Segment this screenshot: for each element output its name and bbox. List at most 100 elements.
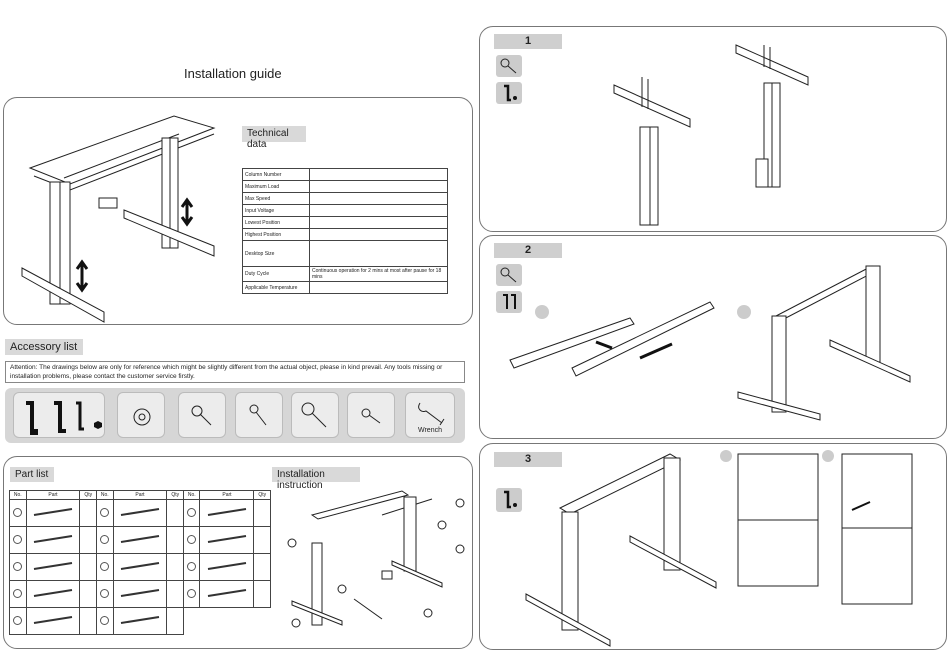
hex-key-icon: [26, 401, 102, 435]
part-qty: [253, 499, 271, 527]
part-image: [199, 580, 255, 608]
part-image: [25, 580, 81, 608]
part-qty: [254, 608, 271, 635]
step-2-number: 2: [494, 243, 562, 258]
part-qty: [79, 607, 97, 635]
technical-data-row: Lowest Position: [242, 216, 448, 229]
part-list-label: Part list: [10, 467, 54, 482]
technical-data-label: Technical data: [242, 126, 306, 150]
technical-data-name: Desktop Size: [242, 240, 310, 267]
screwdriver-tool-box: [496, 55, 522, 77]
part-list-header: Qty: [166, 490, 184, 500]
bolt-icon: [301, 402, 327, 428]
step-3-illustration: [525, 450, 913, 647]
technical-data-name: Highest Position: [242, 228, 310, 241]
technical-data-name: Lowest Position: [242, 216, 310, 229]
part-image: [199, 499, 255, 527]
technical-data-value: [309, 281, 448, 294]
technical-data-name: Duty Cycle: [242, 266, 310, 282]
part-number-circle: [9, 526, 27, 554]
part-number-circle: [182, 526, 201, 554]
part-list-header: Part: [112, 490, 168, 500]
screw-icon: [361, 408, 381, 424]
technical-data-name: Input Voltage: [242, 204, 310, 217]
part-list-row: [9, 499, 271, 527]
page-title: Installation guide: [184, 66, 282, 81]
step-3-number: 3: [494, 452, 562, 467]
accessory-list-label: Accessory list: [5, 339, 83, 355]
part-image: [112, 607, 168, 635]
part-image: [25, 607, 81, 635]
technical-data-row: Desktop Size: [242, 240, 448, 267]
part-number-circle: [95, 526, 114, 554]
part-list-header: No.: [9, 490, 27, 500]
part-image: [25, 553, 81, 581]
part-list-row: [9, 526, 271, 554]
hex-key-tool-box: [496, 291, 522, 313]
wrench-icon: [418, 402, 445, 426]
part-image: [112, 526, 168, 554]
part-qty: [166, 553, 184, 581]
technical-data-value: [309, 240, 448, 267]
part-qty: [79, 553, 97, 581]
technical-data-row: Applicable Temperature: [242, 281, 448, 294]
part-qty: [253, 553, 271, 581]
screw-icon: [249, 404, 267, 426]
part-image: [25, 499, 81, 527]
technical-data-name: Max Speed: [242, 192, 310, 205]
technical-data-value: [309, 228, 448, 241]
part-qty: [253, 526, 271, 554]
part-number-circle: [182, 499, 201, 527]
part-list-header: Part: [25, 490, 81, 500]
wrench-label: Wrench: [418, 427, 442, 434]
technical-data-value: Continuous operation for 2 mins at most …: [309, 266, 448, 282]
part-qty: [200, 608, 254, 635]
part-list-row: [9, 553, 271, 581]
part-list-row: [9, 607, 271, 635]
screw-icon: [500, 267, 517, 283]
part-qty: [253, 580, 271, 608]
part-image: [199, 526, 255, 554]
part-qty: [166, 607, 184, 635]
part-list-panel: Part list Installation instruction No.Pa…: [3, 456, 473, 649]
part-qty: [79, 580, 97, 608]
screw-icon: [191, 405, 212, 426]
desk-frame-illustration: [21, 115, 216, 323]
screw-icon: [500, 58, 517, 74]
technical-data-row: Input Voltage: [242, 204, 448, 217]
part-list-header: Qty: [79, 490, 97, 500]
part-image: [112, 580, 168, 608]
part-number-circle: [9, 499, 27, 527]
part-number-circle: [95, 499, 114, 527]
screw-box-2: [235, 392, 283, 438]
part-number-circle: [95, 607, 114, 635]
technical-data-value: [309, 168, 448, 181]
technical-data-value: [309, 192, 448, 205]
technical-data-name: Maximum Load: [242, 180, 310, 193]
technical-data-row: Column Number: [242, 168, 448, 181]
hex-key-icon: [503, 294, 516, 309]
part-list-header: Part: [199, 490, 255, 500]
part-number-circle: [9, 553, 27, 581]
wrench-box: Wrench: [405, 392, 455, 438]
exploded-view-illustration: [287, 490, 465, 628]
part-number-circle: [95, 553, 114, 581]
step-3-panel: 3: [479, 443, 947, 650]
technical-data-value: [309, 204, 448, 217]
part-qty: [166, 526, 184, 554]
part-number-circle: [95, 580, 114, 608]
screw-box-3: [347, 392, 395, 438]
part-list-row: [9, 580, 271, 608]
part-list-header: Qty: [253, 490, 271, 500]
step-1-number: 1: [494, 34, 562, 49]
part-qty: [166, 499, 184, 527]
hex-key-tool-box: [496, 488, 522, 512]
part-qty: [166, 580, 184, 608]
installation-instruction-label: Installation instruction: [272, 467, 360, 491]
step-2-illustration: [509, 265, 911, 421]
part-image: [25, 526, 81, 554]
